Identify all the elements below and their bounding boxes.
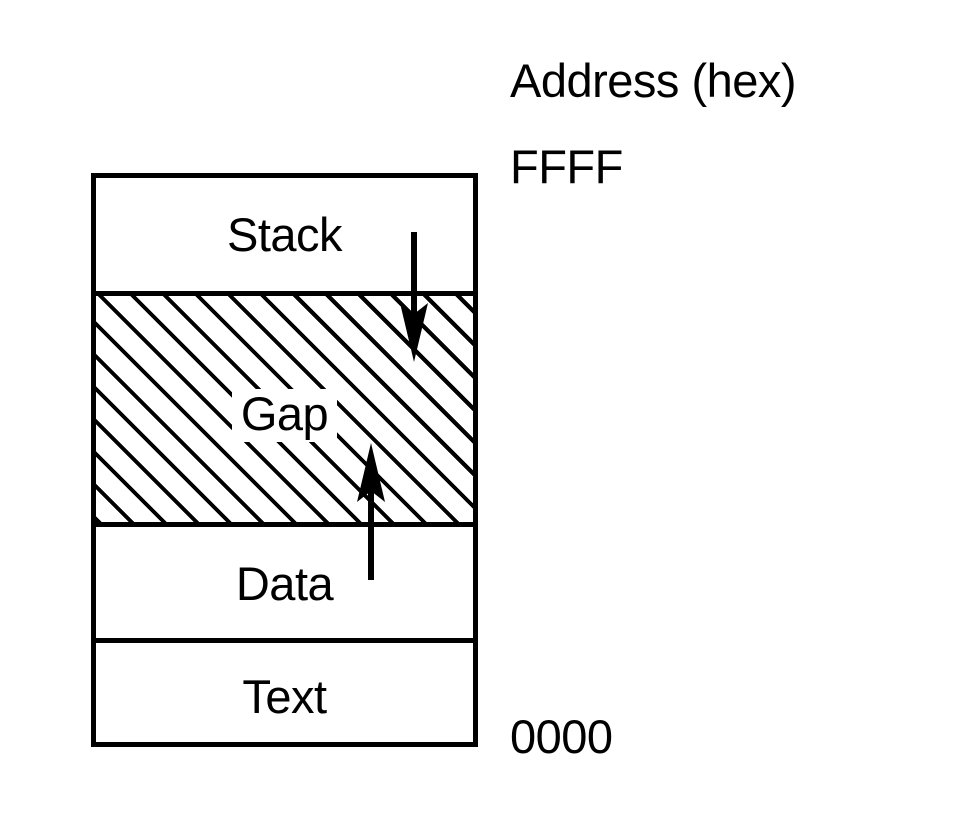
bottom-address-label: 0000 [510, 710, 613, 763]
segment-stack: Stack [96, 178, 473, 291]
segment-data: Data [96, 527, 473, 638]
segment-gap-label-text: Gap [231, 389, 338, 443]
segment-gap: Gap [96, 291, 473, 527]
address-space-box: Stack Gap Data Text [91, 173, 478, 747]
top-address-label: FFFF [510, 140, 623, 193]
segment-stack-label: Stack [226, 208, 343, 261]
segment-gap-label: Gap [96, 389, 473, 443]
segment-text-label: Text [242, 670, 327, 723]
address-axis-title: Address (hex) [510, 54, 797, 107]
segment-data-label: Data [235, 557, 334, 610]
segment-text: Text [96, 638, 473, 742]
